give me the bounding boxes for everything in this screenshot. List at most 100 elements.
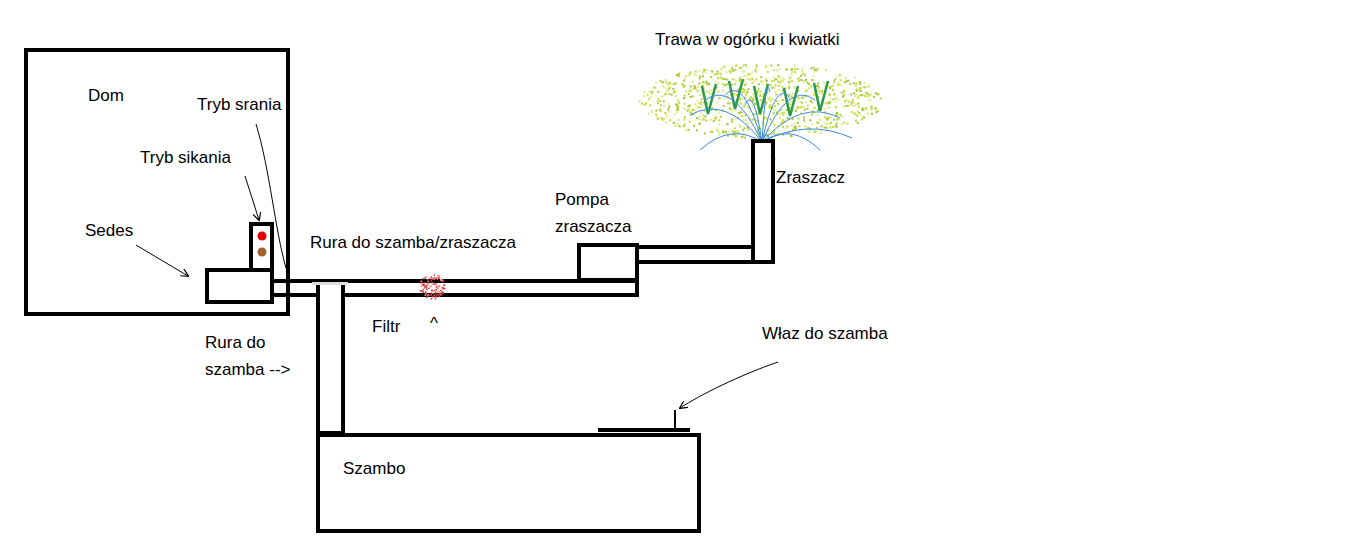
grass-dot (761, 96, 763, 98)
grass-dot (729, 94, 731, 96)
grass-dot (729, 72, 731, 74)
grass-dot (743, 106, 745, 108)
grass-dot (746, 67, 748, 69)
grass-dot (794, 122, 796, 124)
grass-dot (664, 79, 666, 81)
grass-dot (743, 65, 745, 67)
filter-dot (424, 277, 426, 279)
grass-dot (829, 87, 831, 89)
grass-dot (862, 94, 864, 96)
grass-dot (778, 89, 780, 91)
leader-line (680, 362, 778, 408)
grass-dot (685, 75, 687, 77)
grass-dot (708, 83, 710, 85)
grass-dot (844, 93, 846, 95)
grass-dot (690, 71, 692, 73)
grass-dot (814, 107, 816, 109)
grass-dot (820, 132, 822, 134)
pipe (318, 281, 343, 433)
grass-dot (802, 106, 804, 108)
grass-dot (865, 108, 867, 110)
grass-dot (804, 91, 806, 93)
grass-dot (758, 88, 760, 90)
grass-dot (795, 127, 797, 129)
grass-dot (785, 127, 787, 129)
filter-dot (423, 291, 425, 293)
grass-dot (828, 107, 830, 109)
grass-dot (798, 97, 800, 99)
grass-dot (647, 94, 649, 96)
grass-dot (851, 102, 853, 104)
grass-dot (837, 82, 839, 84)
grass-dot (679, 126, 681, 128)
grass-dot (644, 91, 646, 93)
grass-dot (809, 119, 811, 121)
grass-dot (739, 99, 741, 101)
mode-label: Tryb srania (197, 91, 281, 118)
grass-dot (695, 103, 697, 105)
filter-dot (436, 295, 438, 297)
grass-dot (756, 71, 758, 73)
grass-dot (798, 118, 800, 120)
grass-dot (860, 90, 862, 92)
filter-dot (421, 281, 423, 283)
grass-dot (702, 81, 704, 83)
grass-dot (688, 105, 690, 107)
grass-dot (722, 131, 724, 133)
grass-dot (853, 92, 855, 94)
grass-dot (672, 88, 674, 90)
grass-dot (855, 82, 857, 84)
filter-dot (431, 277, 433, 279)
grass-dot (747, 78, 749, 80)
manhole-lid (598, 428, 690, 432)
grass-dot (745, 64, 747, 66)
filter-dot (432, 284, 434, 286)
grass-dot (803, 73, 805, 75)
grass-dot (754, 103, 756, 105)
grass-dot (720, 116, 722, 118)
grass-dot (772, 87, 774, 89)
grass-dot (675, 104, 677, 106)
grass-dot (836, 119, 838, 121)
grass-dot (849, 83, 851, 85)
filter-dot (431, 290, 433, 292)
grass-dot (668, 110, 670, 112)
grass-dot (681, 83, 683, 85)
grass-dot (732, 70, 734, 72)
filter-dot (432, 296, 434, 298)
grass-dot (781, 109, 783, 111)
grass-dot (678, 74, 680, 76)
filter-dot (433, 295, 435, 297)
grass-dot (806, 81, 808, 83)
grass-dot (655, 82, 657, 84)
grass-dot (741, 115, 743, 117)
grass-dot (769, 106, 771, 108)
grass-dot (688, 129, 690, 131)
grass-dot (726, 83, 728, 85)
filter-dot (430, 292, 432, 294)
grass-dot (860, 87, 862, 89)
grass-dot (761, 80, 763, 82)
grass-dot (695, 89, 697, 91)
grass-dot (711, 70, 713, 72)
grass-dot (815, 131, 817, 133)
grass-dot (826, 119, 828, 121)
grass-dot (731, 84, 733, 86)
grass-dot (770, 65, 772, 67)
grass-dot (743, 119, 745, 121)
grass-dot (723, 66, 725, 68)
grass-dot (656, 115, 658, 117)
grass-dot (804, 107, 806, 109)
grass-dot (829, 94, 831, 96)
filter-dot (427, 285, 429, 287)
grass-dot (729, 70, 731, 72)
grass-dot (722, 131, 724, 133)
grass-dot (871, 108, 873, 110)
grass-dot (752, 98, 754, 100)
grass-dot (782, 77, 784, 79)
grass-dot (725, 131, 727, 133)
grass-dot (858, 106, 860, 108)
grass-dot (677, 100, 679, 102)
grass-dot (723, 66, 725, 68)
grass-dot (699, 76, 701, 78)
